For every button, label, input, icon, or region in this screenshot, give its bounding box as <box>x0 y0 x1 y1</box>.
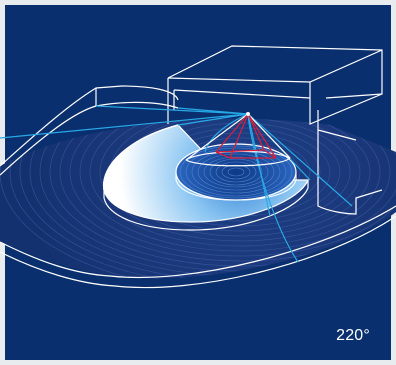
detection-angle-label: 220° <box>336 327 370 344</box>
house-outline <box>167 45 383 215</box>
inner-detection-zone <box>175 143 297 201</box>
sensor-red-lines <box>215 113 277 159</box>
outer-zone-outline <box>0 85 396 289</box>
sensor-apex <box>246 112 250 116</box>
